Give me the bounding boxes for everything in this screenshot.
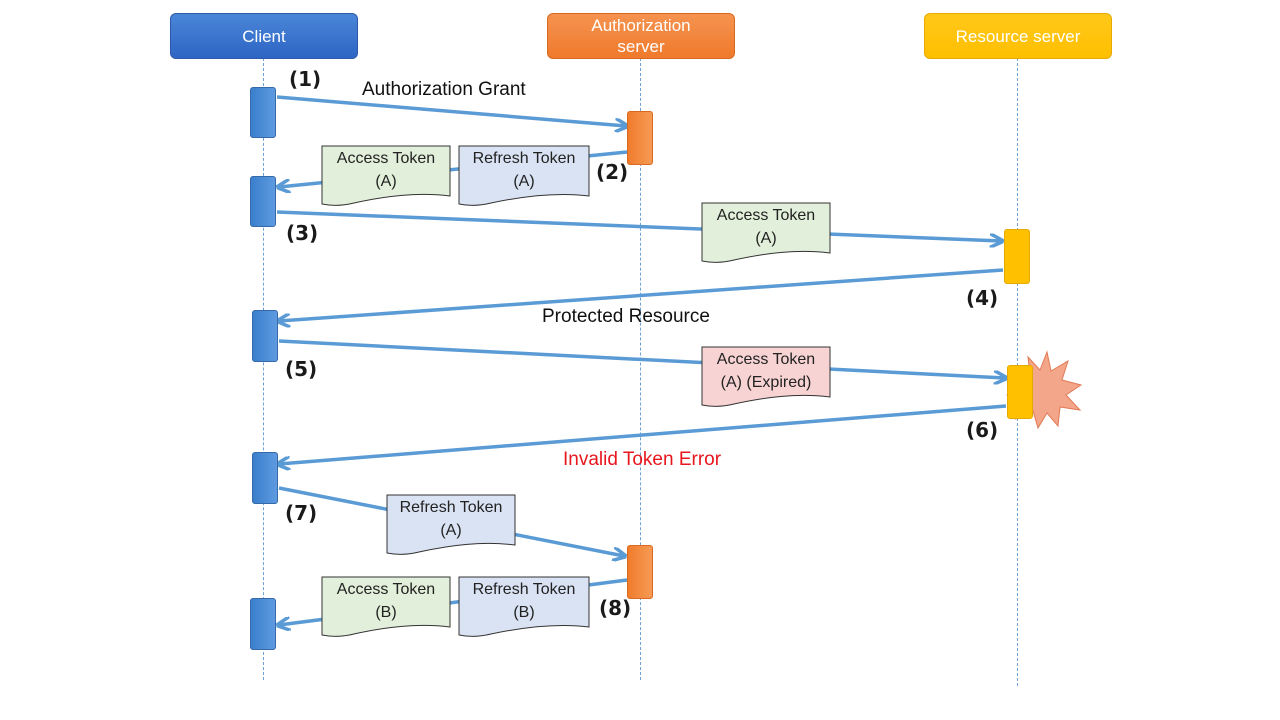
token-line2: (B) [375,604,397,621]
message-protected-resource: Protected Resource [542,306,710,327]
step-label-1: (1) [289,67,322,91]
token-doc-access-b [321,576,451,637]
resource-server-actor-label: Resource server [955,26,1081,46]
token-doc-refresh-a-1 [458,145,590,206]
auth-server-actor-label: Authorization server [591,16,691,56]
step-label-2: (2) [596,160,629,184]
resource-activation-1 [1004,229,1030,284]
token-line1: Refresh Token [399,499,503,516]
step-label-8: (8) [599,596,632,620]
token-line1: Access Token [716,351,816,368]
arrow-access-request-a [276,210,1001,241]
token-text-refresh-b: Refresh Token (B) [459,578,589,624]
token-line1: Access Token [336,581,436,598]
token-text-access-b: Access Token (B) [322,578,450,624]
token-doc-refresh-b [458,576,590,637]
arrow-authorization-grant [276,95,626,126]
resource-activation-2 [1007,365,1033,419]
token-doc-access-a-expired [701,346,831,407]
token-line1: Refresh Token [472,150,576,167]
client-actor-label: Client [242,26,286,46]
auth-activation-1 [627,111,653,165]
message-invalid-token-error: Invalid Token Error [563,449,722,470]
auth-activation-2 [627,545,653,599]
token-text-access-a-1: Access Token (A) [322,147,450,193]
token-line2: (A) [755,230,777,247]
client-activation-4 [252,452,278,504]
token-line2: (A) [375,173,397,190]
token-line2: (B) [513,604,535,621]
client-activation-2 [250,176,276,227]
token-line1: Access Token [716,207,816,224]
client-lifeline [263,58,264,680]
resource-server-actor-box: Resource server [924,13,1112,59]
token-text-access-a-expired: Access Token (A) (Expired) [702,348,830,394]
client-actor-box: Client [170,13,358,59]
client-activation-5 [250,598,276,650]
client-activation-3 [252,310,278,362]
message-authorization-grant: Authorization Grant [362,79,526,100]
token-line2: (A) [440,522,462,539]
step-label-6: (6) [966,418,999,442]
client-activation-1 [250,87,276,138]
arrow-access-request-expired [278,339,1005,378]
token-doc-refresh-a-2 [386,494,516,555]
token-line1: Access Token [336,150,436,167]
token-line2: (A) (Expired) [720,374,812,391]
arrow-invalid-token-error [279,404,1007,464]
token-text-refresh-a-2: Refresh Token (A) [387,496,515,542]
step-label-4: (4) [966,286,999,310]
arrow-protected-resource [279,268,1004,321]
token-text-refresh-a-1: Refresh Token (A) [459,147,589,193]
auth-server-actor-box: Authorization server [547,13,735,59]
step-label-5: (5) [285,357,318,381]
token-doc-access-a-2 [701,202,831,263]
token-line2: (A) [513,173,535,190]
token-line1: Refresh Token [472,581,576,598]
token-doc-access-a-1 [321,145,451,206]
auth-server-lifeline [640,58,641,680]
step-label-3: (3) [286,221,319,245]
step-label-7: (7) [285,501,318,525]
token-text-access-a-2: Access Token (A) [702,204,830,250]
